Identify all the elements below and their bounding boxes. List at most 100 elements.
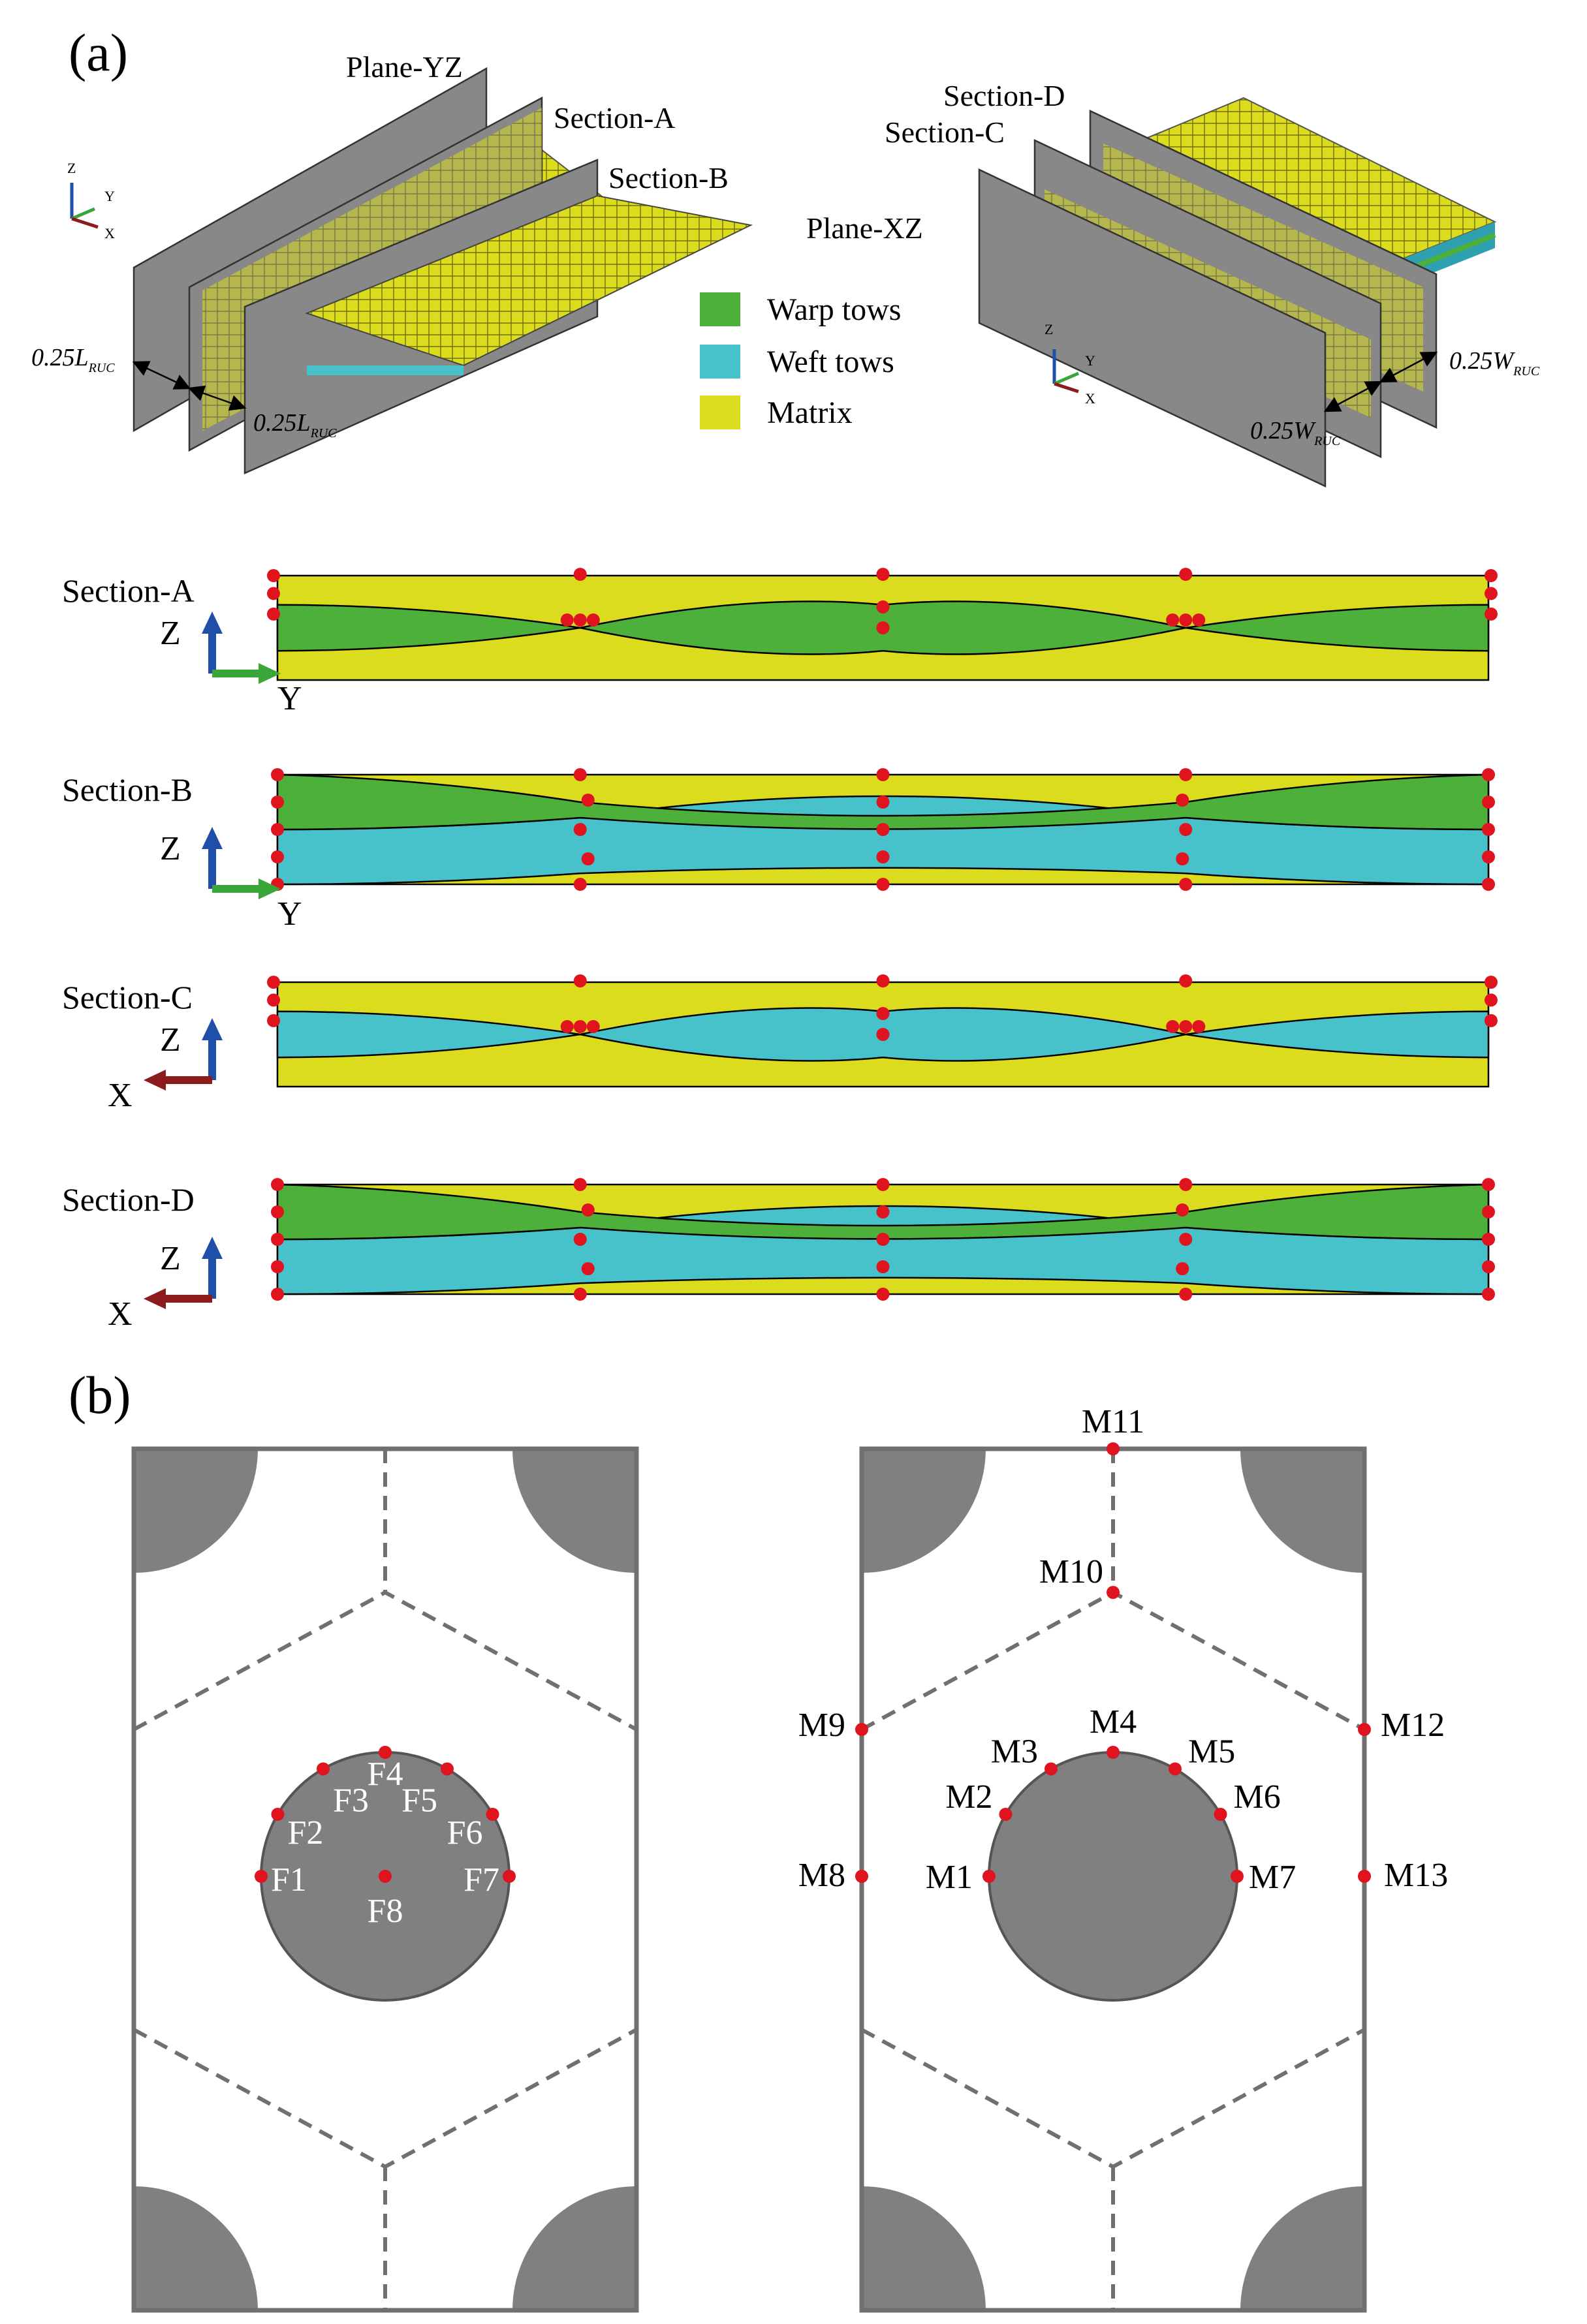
dim-right-2-main: 0.25W: [1250, 417, 1317, 444]
section-3-point: [271, 1205, 284, 1218]
section-2-point: [1192, 1020, 1206, 1033]
fiber-cell-border: [131, 1446, 639, 2313]
section-0-point: [1485, 607, 1498, 621]
section-2-point: [573, 974, 587, 987]
section-1-point: [581, 852, 595, 865]
fiber-cell-corner-fiber: [134, 2186, 258, 2310]
section-0-axis-h-arrow: [212, 663, 281, 684]
fiber-label-F4: F4: [368, 1756, 403, 1793]
section-0-axis-z-label: Z: [160, 615, 181, 652]
section-0-point: [1179, 613, 1193, 627]
section-3-point: [1482, 1178, 1495, 1191]
section-0-point: [267, 569, 280, 582]
axis-triad-left: Z Y X: [67, 160, 115, 241]
section-3-axis-z-arrow: [202, 1237, 223, 1299]
matrix-point-5: [1169, 1762, 1182, 1776]
plane-xz-label: Plane-XZ: [806, 211, 923, 245]
iso-right-view: Section-D Section-C Plane-XZ 0.25WRUC 0.…: [806, 79, 1540, 488]
fiber-label-F1: F1: [271, 1861, 307, 1898]
fiber-label-F6: F6: [447, 1814, 483, 1851]
section-1-point: [1482, 878, 1495, 891]
section-3-point: [876, 1205, 890, 1218]
triad-left-z: Z: [67, 160, 76, 176]
fiber-cell-dashed-boundary: [133, 1449, 638, 2310]
section-1-point: [1482, 850, 1495, 863]
section-1-axis-z-arrow: [202, 827, 223, 889]
section-3-point: [573, 1288, 587, 1301]
legend-swatch-warp: [700, 292, 740, 326]
section-3-point: [1482, 1205, 1495, 1218]
section-3-axis-z-label: Z: [160, 1240, 181, 1277]
section-0-title: Section-A: [62, 572, 195, 609]
section-0-point: [267, 607, 280, 621]
section-3-point: [1176, 1203, 1189, 1216]
fiber-point-5: [441, 1762, 454, 1776]
fiber-label-F2: F2: [287, 1814, 323, 1851]
section-1-point: [573, 823, 587, 836]
matrix-cell-corner-fiber: [862, 2186, 986, 2310]
section-2-point: [1485, 993, 1498, 1007]
matrix-point-12: [1358, 1723, 1371, 1736]
section-2: Section-CZX: [62, 974, 1498, 1114]
matrix-label-M5: M5: [1188, 1733, 1235, 1770]
section-0-point: [560, 613, 574, 627]
dim-arrow-4: [1379, 351, 1438, 383]
fiber-label-F8: F8: [368, 1893, 403, 1930]
section-2-point: [573, 1020, 587, 1033]
dim-left-2-main: 0.25L: [253, 409, 311, 437]
matrix-point-1: [982, 1870, 996, 1883]
iso-section-c-label: Section-C: [885, 116, 1005, 149]
section-2-axis-z-arrow-head: [202, 1018, 223, 1040]
section-0-point: [267, 587, 280, 600]
section-0-point: [1485, 569, 1498, 582]
section-1-point: [1176, 852, 1189, 865]
fiber-label-F5: F5: [401, 1782, 437, 1819]
section-3: Section-DZX: [62, 1178, 1495, 1333]
section-0-axis-z-arrow: [202, 612, 223, 674]
section-1-axis-h-label: Y: [277, 895, 302, 933]
dim-arrow-2: [187, 385, 247, 411]
section-2-axis-h-label: X: [108, 1077, 133, 1114]
matrix-point-10: [1107, 1586, 1120, 1599]
section-3-point: [1482, 1288, 1495, 1301]
matrix-point-9: [855, 1723, 868, 1736]
section-3-point: [271, 1260, 284, 1273]
section-0: Section-AZY: [62, 568, 1498, 717]
panel-b-label: (b): [69, 1365, 131, 1425]
dim-right-1: 0.25WRUC: [1449, 347, 1540, 379]
fiber-point-1: [255, 1870, 268, 1883]
section-3-point: [876, 1178, 890, 1191]
section-3-point: [581, 1203, 595, 1216]
section-1-point: [1482, 768, 1495, 781]
matrix-label-M12: M12: [1381, 1707, 1445, 1744]
section-0-point: [1179, 568, 1193, 581]
section-3-point: [1482, 1260, 1495, 1273]
section-1-point: [573, 878, 587, 891]
section-3-point: [876, 1233, 890, 1246]
section-1-point: [1179, 768, 1193, 781]
section-1-point: [876, 878, 890, 891]
matrix-point-4: [1107, 1746, 1120, 1759]
dim-right-2: 0.25WRUC: [1250, 417, 1341, 448]
matrix-label-M7: M7: [1249, 1859, 1296, 1896]
section-0-point: [1166, 613, 1180, 627]
section-2-point: [1179, 974, 1193, 987]
dim-right-1-main: 0.25W: [1449, 347, 1516, 375]
matrix-label-M4: M4: [1090, 1703, 1137, 1741]
matrix-cell-corner-fiber: [1240, 1449, 1364, 1573]
fiber-cell-corner-fiber: [512, 2186, 636, 2310]
unit-cells: F1F2F3F4F5F6F7F8M1M2M3M4M5M6M7M8M9M10M11…: [131, 1403, 1448, 2313]
fiber-point-3: [317, 1762, 330, 1776]
section-1-point: [1482, 796, 1495, 809]
section-0-axis-z-arrow-head: [202, 612, 223, 634]
triad-left-y: Y: [104, 188, 115, 204]
fiber-point-2: [271, 1808, 285, 1821]
matrix-point-2: [999, 1808, 1013, 1821]
section-2-axis-h-arrow: [144, 1070, 212, 1091]
legend-label-warp: Warp tows: [767, 292, 901, 327]
section-3-point: [271, 1233, 284, 1246]
section-3-axis-h-arrow: [144, 1288, 212, 1309]
section-3-axis-h-label: X: [108, 1295, 133, 1333]
section-2-point: [1485, 976, 1498, 989]
